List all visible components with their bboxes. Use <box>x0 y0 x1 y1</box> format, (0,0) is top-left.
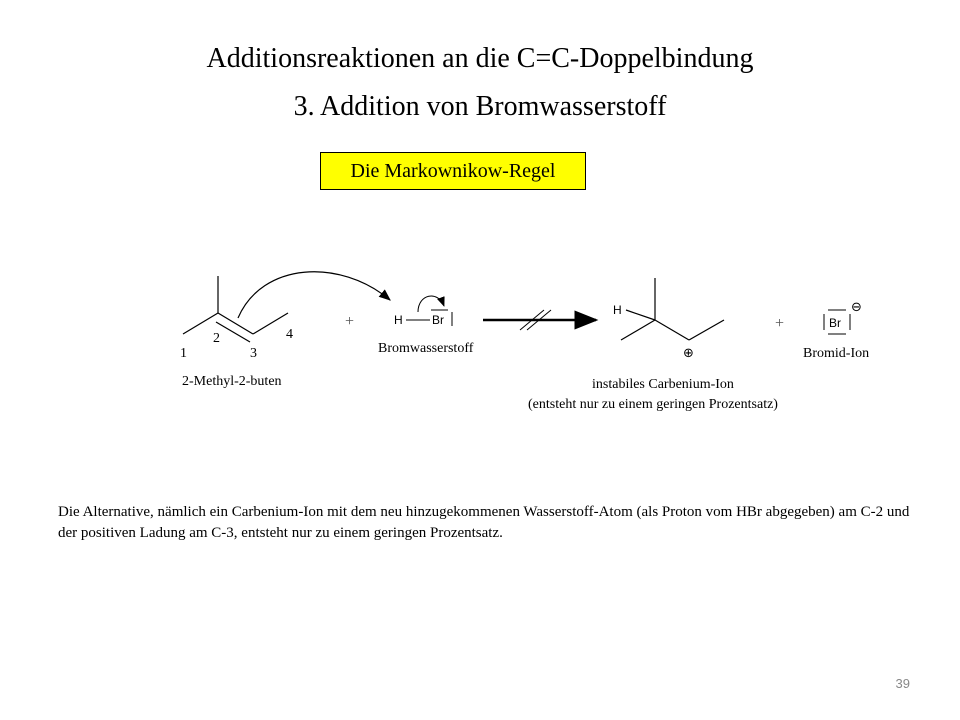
bromide-atom: Br <box>829 316 841 330</box>
hbr-bromine-atom: Br <box>432 313 444 327</box>
arrow-cross-line-2 <box>526 309 552 331</box>
product-name-line-1: instabiles Carbenium-Ion <box>592 377 734 392</box>
plus-sign-2: + <box>775 315 784 332</box>
slide-subtitle: 3. Addition von Bromwasserstoff <box>293 91 667 122</box>
carbenium-ion-structure <box>620 278 725 341</box>
markownikow-rule-box: Die Markownikow-Regel <box>320 152 586 190</box>
bond-c3-c4 <box>252 312 289 335</box>
curved-electron-arrow <box>237 271 391 319</box>
carbon-number-4: 4 <box>286 327 293 342</box>
negative-charge: ⊖ <box>851 299 862 314</box>
methylbutene-structure <box>182 276 289 343</box>
arrow-cross-line-1 <box>519 309 545 331</box>
page-number: 39 <box>895 676 910 691</box>
carbon-number-2: 2 <box>213 331 220 346</box>
plus-sign-1: + <box>345 313 354 330</box>
product-name-line-2: (entsteht nur zu einem geringen Prozents… <box>528 397 778 412</box>
explanation-paragraph: Die Alternative, nämlich ein Carbenium-I… <box>58 504 910 541</box>
bromide-name: Bromid-Ion <box>803 346 869 361</box>
double-bond-second-line <box>215 321 251 343</box>
positive-charge: ⊕ <box>683 345 694 360</box>
bond-c1-c2 <box>182 312 219 335</box>
carbon-number-1: 1 <box>180 346 187 361</box>
slide-title: Additionsreaktionen an die C=C-Doppelbin… <box>206 43 754 74</box>
reactant-name: 2-Methyl-2-buten <box>182 374 282 389</box>
curved-bond-cleavage-arrow <box>417 295 445 313</box>
product-hydrogen-atom: H <box>613 303 622 317</box>
hbr-name: Bromwasserstoff <box>378 341 474 356</box>
carbon-number-3: 3 <box>250 346 257 361</box>
double-bond-c2-c3 <box>217 312 254 335</box>
hbr-hydrogen-atom: H <box>394 313 403 327</box>
